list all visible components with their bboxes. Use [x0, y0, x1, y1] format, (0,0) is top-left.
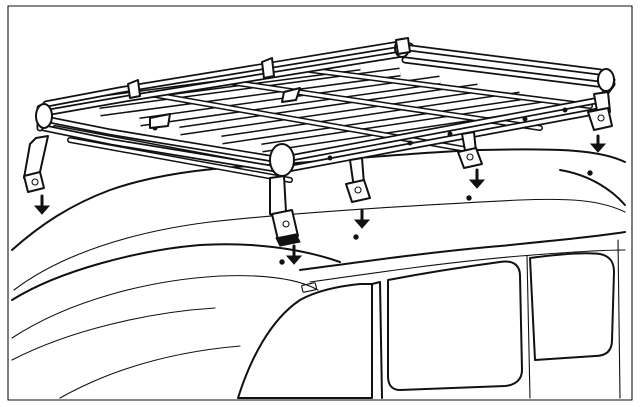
- vehicle-body-line-2: [59, 345, 241, 399]
- vehicle-side-upper-2: [309, 249, 626, 283]
- vehicle-roof-crease: [13, 198, 626, 291]
- rack-corner-cap-rear-right: [597, 68, 615, 92]
- roof-mount-point-1: [353, 234, 359, 240]
- roof-mount-point-3: [587, 170, 593, 176]
- vehicle-windshield-inner: [11, 275, 319, 339]
- rack-foot-middle-right: [457, 131, 483, 169]
- vehicle-quarter-window: [529, 252, 615, 361]
- roof-rack: [23, 37, 616, 265]
- vehicle-roof-rear: [559, 169, 626, 206]
- arrow-down-icon: [468, 168, 486, 189]
- rack-foot-rear-right: [587, 91, 613, 131]
- rack-foot-middle: [345, 157, 371, 203]
- vehicle-body-line-1: [11, 307, 216, 361]
- rack-foot-front-left: [23, 135, 49, 193]
- frame-border: [7, 5, 633, 401]
- vehicle-rear-window: [387, 260, 523, 391]
- vehicle-c-pillar: [617, 239, 621, 399]
- rack-corner-cap-front-left: [35, 103, 53, 129]
- vehicle-roof-edge-left: [11, 164, 271, 251]
- arrow-down-icon: [33, 194, 51, 215]
- rack-feet: [23, 91, 613, 247]
- rack-top-brackets: [127, 37, 411, 129]
- rack-foot-front-center: [269, 175, 301, 247]
- arrow-down-icon: [285, 244, 303, 265]
- vehicle-b-pillar: [371, 281, 383, 399]
- arrow-down-icon: [589, 134, 607, 153]
- installation-arrows: [33, 134, 607, 265]
- vehicle-windshield-edge: [11, 243, 341, 301]
- vehicle: [11, 148, 626, 399]
- roof-mount-point-4: [279, 259, 285, 265]
- vehicle-badge: [301, 282, 318, 293]
- arrow-down-icon: [353, 208, 371, 229]
- vehicle-front-window: [237, 283, 373, 399]
- rack-corner-cap-front-right: [269, 143, 295, 177]
- vehicle-rear-door-line: [526, 255, 531, 399]
- vehicle-side-upper: [299, 231, 626, 271]
- roof-mount-point-2: [466, 195, 472, 201]
